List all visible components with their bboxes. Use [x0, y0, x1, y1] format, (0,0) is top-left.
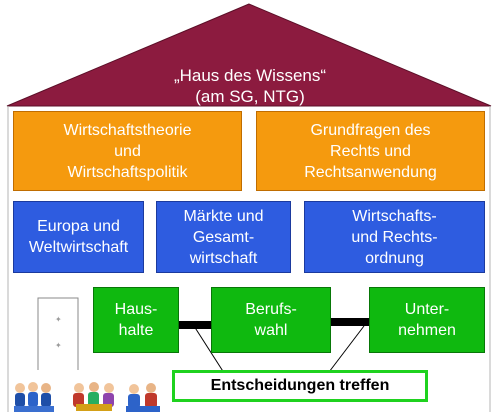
people-group-icon: [14, 382, 54, 412]
box-maerkte-gesamtwirtschaft: Märkte und Gesamt- wirtschaft: [156, 201, 291, 273]
box-europa-weltwirtschaft: Europa und Weltwirtschaft: [13, 201, 144, 273]
decision-connector: [325, 325, 365, 377]
box-berufswahl: Berufs- wahl: [211, 287, 331, 353]
box-wirtschafts-rechtsordnung: Wirtschafts- und Rechts- ordnung: [304, 201, 485, 273]
door-ornament: ✦: [55, 341, 62, 350]
decision-connector: [193, 325, 227, 377]
box-label: Grundfragen des Rechts und Rechtsanwendu…: [304, 121, 437, 181]
door: [37, 297, 79, 370]
decision-box: Entscheidungen treffen: [172, 370, 428, 402]
box-label: Unter- nehmen: [398, 301, 456, 339]
roof: [6, 3, 492, 107]
box-haushalte: Haus- halte: [93, 287, 179, 353]
box-label: Berufs- wahl: [245, 301, 297, 339]
box-label: Märkte und Gesamt- wirtschaft: [183, 207, 264, 267]
roof-title: „Haus des Wissens“: [173, 66, 327, 85]
bar-berufswahl-unternehmen: [330, 318, 370, 326]
box-wirtschaftstheorie: Wirtschaftstheorie und Wirtschaftspoliti…: [13, 111, 242, 191]
bar-haushalte-berufswahl: [178, 321, 212, 329]
people-group-icon: [126, 383, 160, 412]
roof-subtitle: (am SG, NTG): [195, 87, 305, 106]
box-label: Wirtschafts- und Rechts- ordnung: [351, 207, 438, 267]
box-label: Haus- halte: [114, 301, 158, 339]
box-label: Europa und Weltwirtschaft: [28, 218, 129, 256]
box-grundfragen-rechts: Grundfragen des Rechts und Rechtsanwendu…: [256, 111, 485, 191]
box-unternehmen: Unter- nehmen: [369, 287, 485, 353]
decision-label: Entscheidungen treffen: [210, 377, 390, 394]
box-label: Wirtschaftstheorie und Wirtschaftspoliti…: [63, 121, 192, 181]
people-group-icon: [73, 382, 114, 411]
door-ornament: ✦: [55, 315, 62, 324]
